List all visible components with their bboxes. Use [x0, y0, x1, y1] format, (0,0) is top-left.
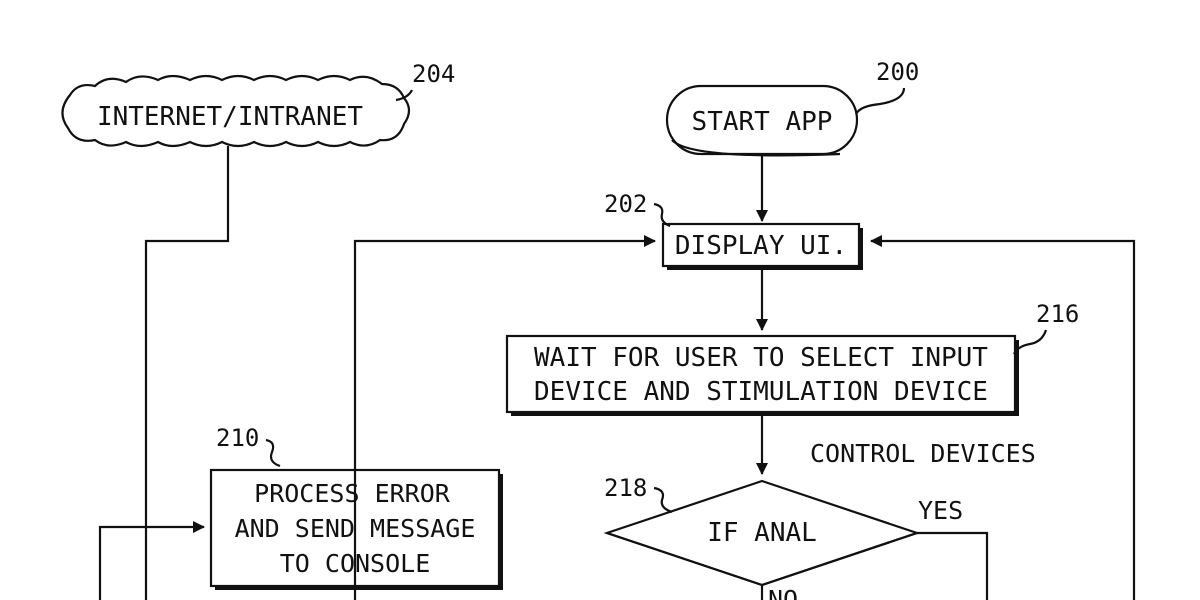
wait-line-2: DEVICE AND STIMULATION DEVICE — [534, 377, 988, 407]
leader-202 — [653, 202, 671, 228]
leader-200 — [855, 87, 906, 115]
ref-216: 216 — [1036, 300, 1079, 328]
if-anal-label: IF ANAL — [707, 518, 817, 548]
yes-branch-line — [917, 531, 989, 600]
control-devices-label: CONTROL DEVICES — [810, 439, 1036, 468]
ref-218: 218 — [604, 474, 647, 502]
display-ui-box: DISPLAY UI. — [661, 222, 863, 270]
wait-for-user-box: WAIT FOR USER TO SELECT INPUT DEVICE AND… — [505, 334, 1019, 416]
error-input-line — [98, 521, 205, 600]
yes-label: YES — [918, 496, 963, 525]
no-label: NO — [768, 585, 798, 600]
leader-218 — [653, 486, 673, 514]
internet-connector-line — [144, 146, 230, 600]
ref-200: 200 — [876, 58, 919, 86]
internet-intranet-label: INTERNET/INTRANET — [97, 102, 363, 132]
leader-216 — [1013, 329, 1048, 355]
ref-202: 202 — [604, 190, 647, 218]
ref-204: 204 — [412, 60, 455, 88]
leader-210 — [265, 438, 281, 468]
error-line-1: PROCESS ERROR — [254, 479, 451, 508]
if-anal-decision: IF ANAL — [603, 479, 921, 587]
loop-back-left-line — [353, 235, 656, 600]
process-error-box: PROCESS ERROR AND SEND MESSAGE TO CONSOL… — [209, 468, 503, 590]
loop-back-right-line — [870, 235, 1136, 600]
ref-210: 210 — [216, 424, 259, 452]
leader-204 — [395, 89, 413, 102]
display-ui-label: DISPLAY UI. — [675, 231, 847, 261]
wait-line-1: WAIT FOR USER TO SELECT INPUT — [534, 343, 988, 373]
start-app-terminal: START APP — [665, 84, 859, 157]
internet-intranet-cloud: INTERNET/INTRANET — [61, 74, 411, 148]
start-app-label: START APP — [692, 107, 833, 137]
